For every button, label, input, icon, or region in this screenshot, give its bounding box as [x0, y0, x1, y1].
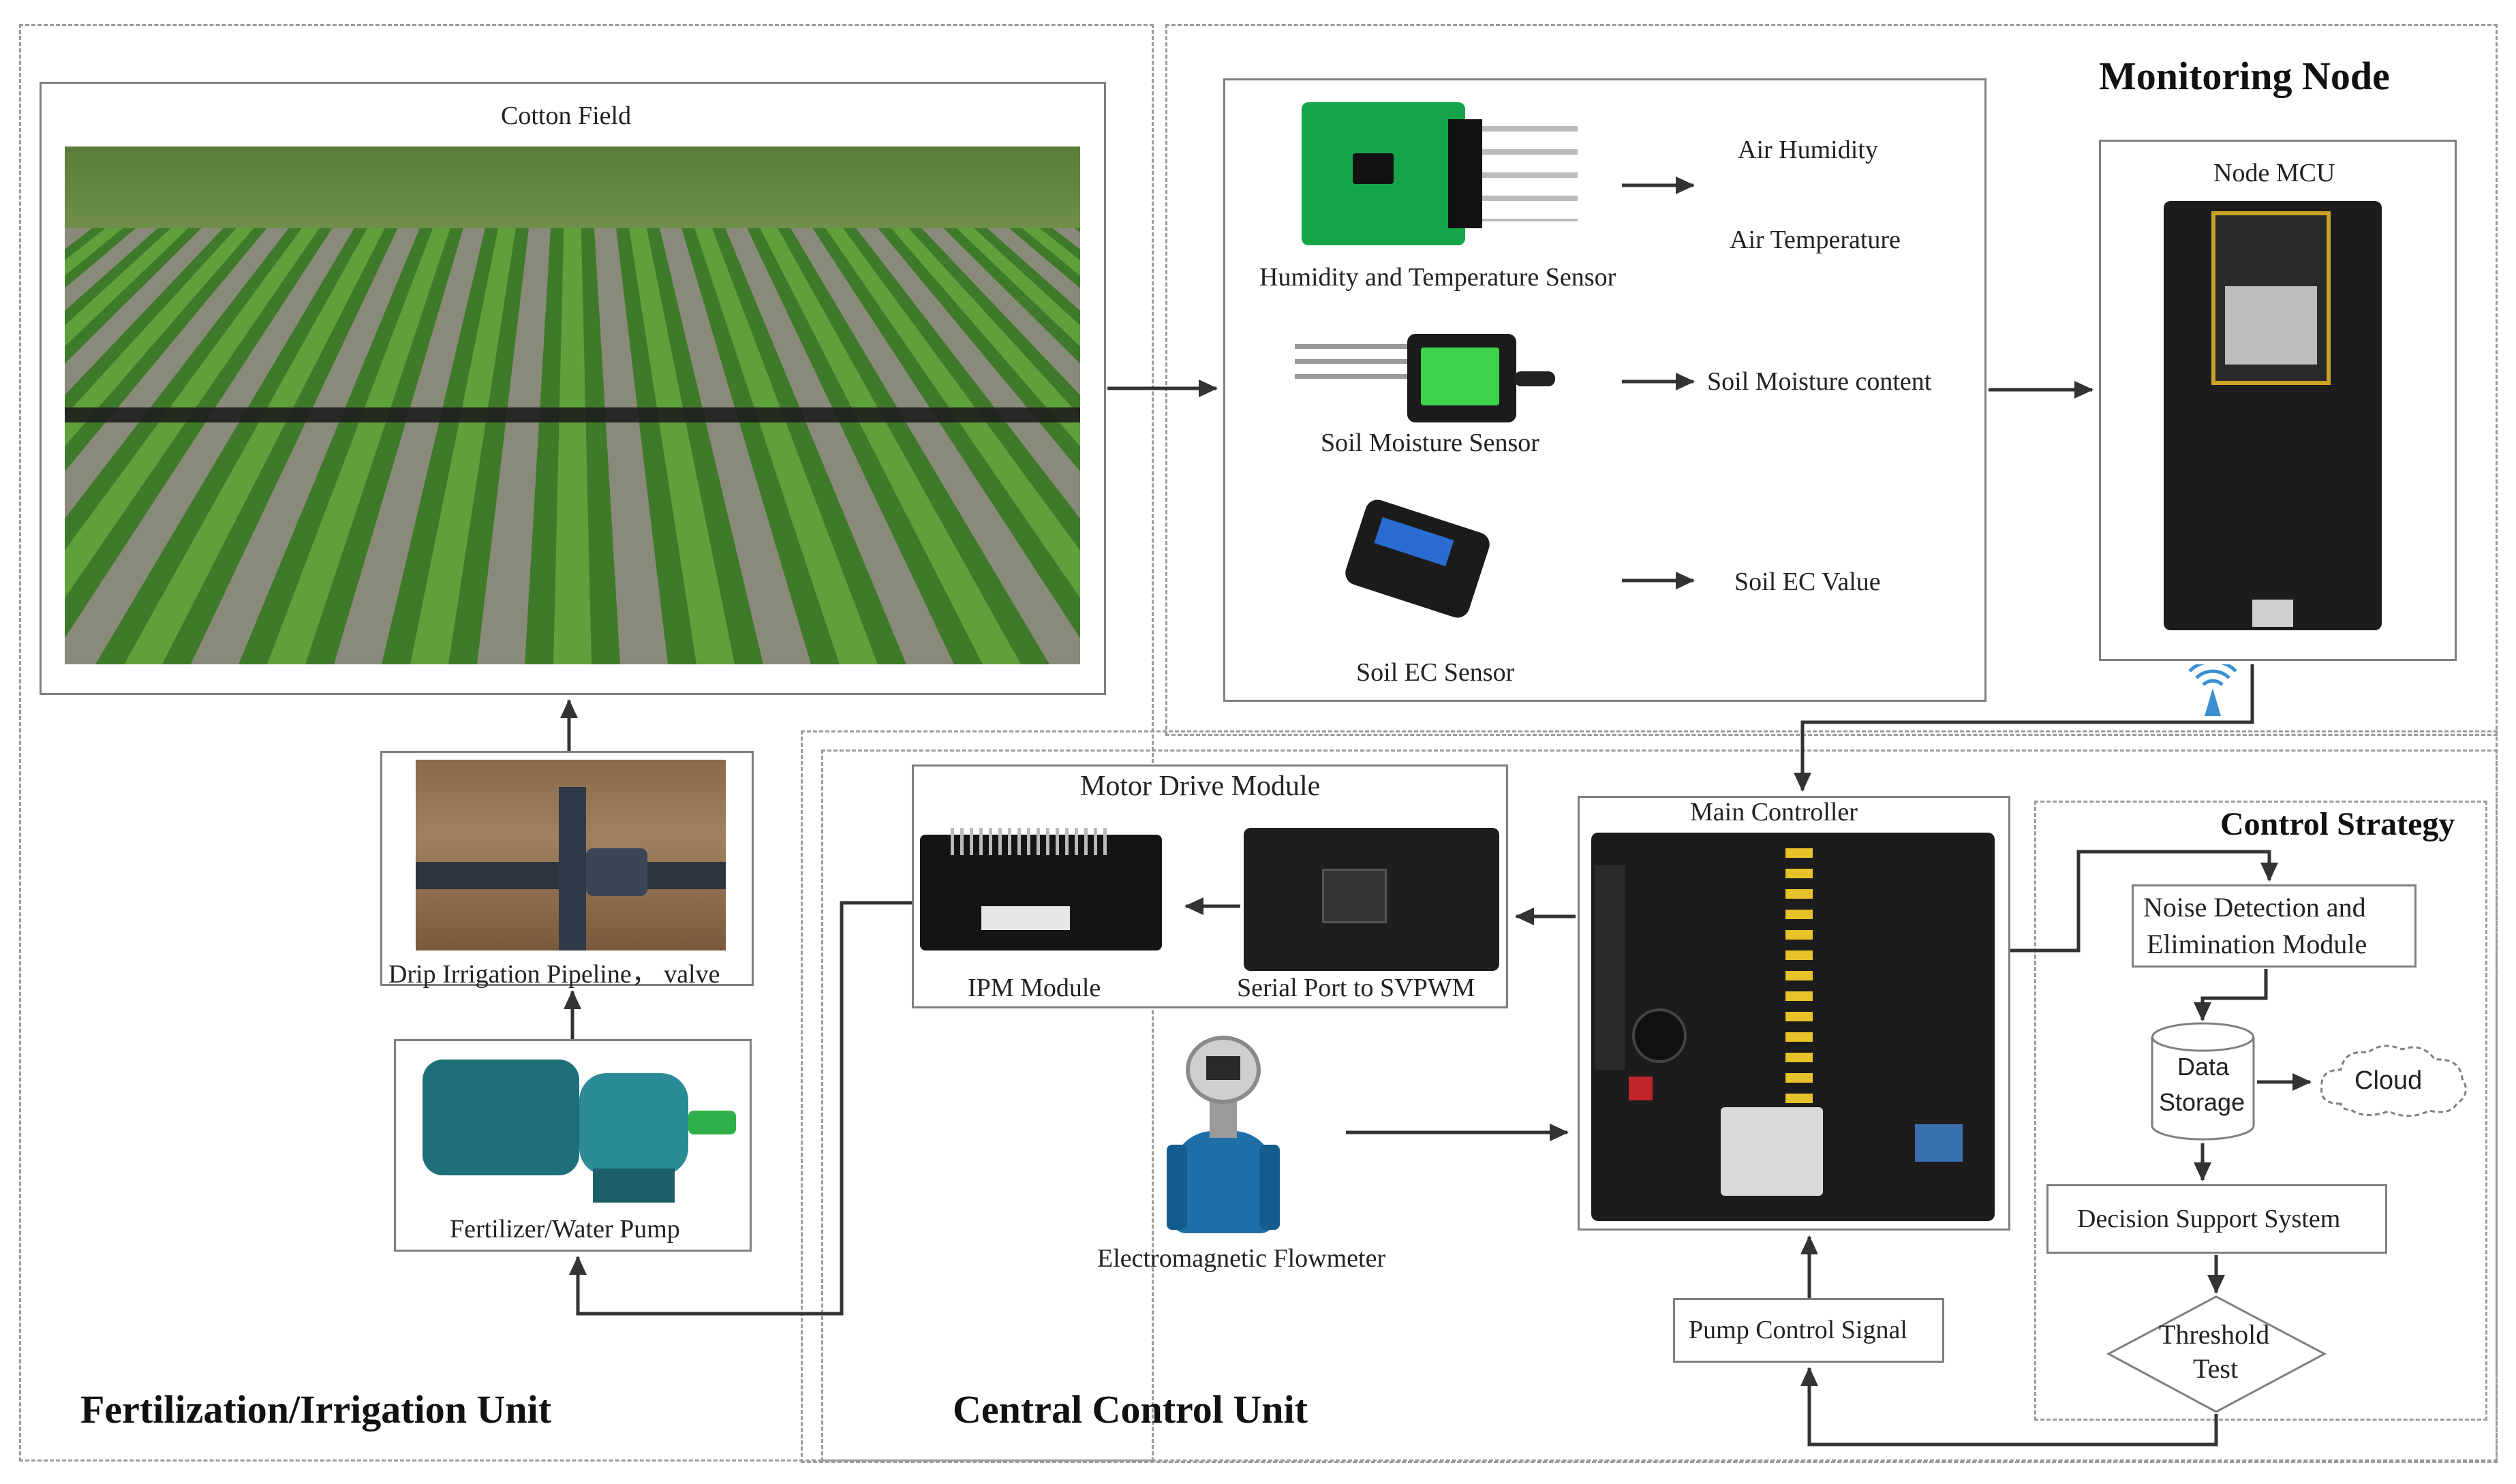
pump-gearbox: [579, 1073, 688, 1175]
ipm-sticker: [981, 906, 1070, 930]
noise-module-box: [2132, 884, 2417, 968]
soil-moisture-display: [1421, 347, 1499, 405]
soil-moisture-probe: [1295, 344, 1411, 385]
flowmeter-pipe: [1172, 1131, 1274, 1233]
ht-sensor-chip: [1353, 153, 1394, 184]
threshold-diamond: [2106, 1295, 2327, 1414]
node-mcu-chip: [2225, 286, 2317, 365]
ht-sensor-label: Humidity and Temperature Sensor: [1259, 263, 1616, 292]
main-controller-buzzer: [1632, 1008, 1687, 1063]
monitoring-node-title: Monitoring Node: [2099, 54, 2390, 98]
monitoring-node-border: [1165, 24, 2498, 736]
main-controller-title: Main Controller: [1690, 798, 1858, 826]
threshold-line2: Test: [2193, 1353, 2239, 1384]
arrow-controller-to-noise: [2010, 850, 2278, 953]
soil-moisture-content-label: Soil Moisture content: [1707, 367, 1932, 396]
pump-shaft: [688, 1111, 736, 1134]
air-humidity-label: Air Humidity: [1738, 136, 1878, 164]
pump-label: Fertilizer/Water Pump: [450, 1215, 680, 1243]
data-storage-line2: Storage: [2159, 1088, 2245, 1116]
soil-ec-value-label: Soil EC Value: [1734, 568, 1881, 596]
arrow-threshold-to-pump-signal: [1800, 1367, 2218, 1447]
central-control-unit-border-2: [821, 749, 2498, 1462]
node-mcu-usb: [2252, 600, 2293, 627]
soil-moisture-cable: [1514, 371, 1555, 386]
cloud-shape: [2314, 1039, 2474, 1124]
pump-motor: [423, 1060, 579, 1175]
main-controller-blue-chip: [1915, 1124, 1963, 1162]
noise-module-line1: Noise Detection and: [2143, 892, 2366, 923]
decision-support-box: [2046, 1184, 2387, 1254]
ipm-label: IPM Module: [968, 974, 1101, 1002]
fertilization-unit-border: [19, 24, 1154, 1462]
svpwm-label: Serial Port to SVPWM: [1237, 974, 1475, 1002]
pump-control-signal-label: Pump Control Signal: [1689, 1316, 1907, 1344]
pump-base: [593, 1169, 675, 1203]
arrow-motor-to-pump: [569, 901, 912, 1316]
soil-moisture-sensor-label: Soil Moisture Sensor: [1321, 429, 1539, 457]
central-control-unit-title: Central Control Unit: [953, 1387, 1308, 1432]
cotton-field-title: Cotton Field: [501, 102, 632, 130]
arrow-mcu-to-controller: [1794, 664, 2254, 792]
fertilization-unit-title: Fertilization/Irrigation Unit: [80, 1387, 552, 1432]
noise-module-line2: Elimination Module: [2147, 929, 2367, 959]
flowmeter-flange-right: [1259, 1145, 1280, 1230]
svpwm-chip: [1322, 869, 1387, 923]
data-storage-line1: Data: [2177, 1053, 2230, 1081]
control-strategy-title: Control Strategy: [2220, 806, 2455, 842]
threshold-line1: Threshold: [2159, 1319, 2270, 1350]
flowmeter-stem: [1210, 1097, 1237, 1138]
air-temperature-label: Air Temperature: [1730, 226, 1901, 254]
main-controller-header-left: [1595, 865, 1625, 1070]
control-strategy-border: [2034, 801, 2487, 1421]
pipeline-photo: [416, 760, 726, 950]
motor-drive-title: Motor Drive Module: [1080, 771, 1321, 802]
ht-sensor-header: [1448, 119, 1482, 228]
main-controller-yellow-pins: [1785, 848, 1813, 1107]
data-storage-cylinder: [2150, 1022, 2256, 1141]
flowmeter-flange-left: [1167, 1145, 1187, 1230]
cloud-label: Cloud: [2354, 1066, 2423, 1095]
decision-support-label: Decision Support System: [2077, 1205, 2341, 1233]
soil-ec-sensor-label: Soil EC Sensor: [1356, 658, 1515, 687]
pipeline-label: Drip Irrigation Pipeline， valve: [388, 960, 720, 989]
node-mcu-title: Node MCU: [2213, 159, 2335, 187]
pump-control-signal-box: [1673, 1298, 1944, 1363]
ht-sensor-pins: [1482, 126, 1578, 221]
flowmeter-display: [1206, 1056, 1240, 1080]
main-controller-red-chip: [1629, 1077, 1653, 1100]
cotton-field-photo: [65, 146, 1080, 664]
flowmeter-label: Electromagnetic Flowmeter: [1097, 1244, 1386, 1273]
ipm-pins: [951, 828, 1107, 855]
main-controller-module: [1721, 1107, 1823, 1196]
arrow-noise-to-storage: [2194, 969, 2268, 1021]
